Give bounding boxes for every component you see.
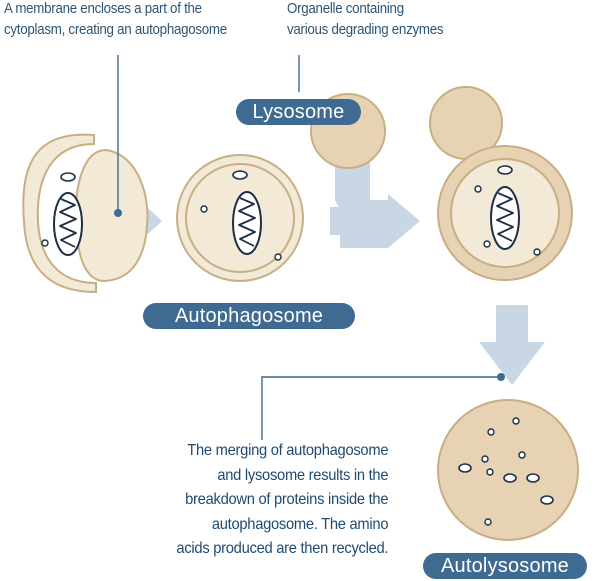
vesicle-icon [474, 185, 482, 193]
vesicle-icon [487, 428, 495, 436]
autophagosome-label: Autophagosome [143, 303, 355, 329]
leader-dot [497, 373, 505, 381]
vesicle-icon [274, 253, 282, 261]
merging-note-line-5: acids produced are then recycled. [176, 540, 388, 557]
leader-dot [114, 209, 122, 217]
vesicle-icon [518, 451, 526, 459]
membrane-note: A membrane encloses a part of the cytopl… [4, 0, 227, 41]
vesicle-icon [526, 473, 540, 483]
mitochondrion-icon [232, 191, 262, 255]
merging-note-line-3: breakdown of proteins inside the [184, 491, 388, 508]
organelle-note-line-1: Organelle containing [287, 1, 404, 17]
vesicle-icon [232, 170, 248, 180]
lysosome-label: Lysosome [236, 99, 361, 125]
vesicle-icon [497, 165, 513, 175]
phagophore-membrane [22, 133, 149, 294]
vesicle-icon [41, 239, 49, 247]
vesicle-icon [200, 205, 208, 213]
leader-lines [117, 55, 501, 440]
vesicle-icon [512, 417, 520, 425]
vesicle-icon [458, 463, 472, 473]
vesicle-icon [540, 495, 554, 505]
merging-note-line-4: autophagosome. The amino [211, 515, 389, 533]
membrane-note-line-1: A membrane encloses a part of the [4, 1, 202, 17]
vesicle-icon [486, 468, 494, 476]
vesicle-icon [60, 172, 76, 182]
merging-note-line-2: and lysosome results in the [217, 466, 388, 484]
vesicle-icon [503, 473, 517, 483]
autolysosome-label: Autolysosome [423, 553, 587, 579]
fusion-illustration [429, 86, 573, 281]
vesicle-icon [481, 455, 489, 463]
membrane-note-line-2: cytoplasm, creating an autophagosome [4, 22, 227, 38]
mitochondrion-icon [53, 192, 83, 256]
vesicle-icon [484, 518, 492, 526]
vesicle-icon [533, 248, 541, 256]
merging-note-line-1: The merging of autophagosome [187, 442, 388, 459]
organelle-note: Organelle containing various degrading e… [287, 0, 444, 41]
autophagosome-illustration [176, 154, 304, 282]
autolysosome-illustration [437, 399, 579, 541]
merging-note: The merging of autophagosome and lysosom… [176, 439, 388, 562]
mitochondrion-icon [490, 186, 520, 250]
organelle-note-line-2: various degrading enzymes [287, 22, 444, 38]
vesicle-icon [483, 240, 491, 248]
